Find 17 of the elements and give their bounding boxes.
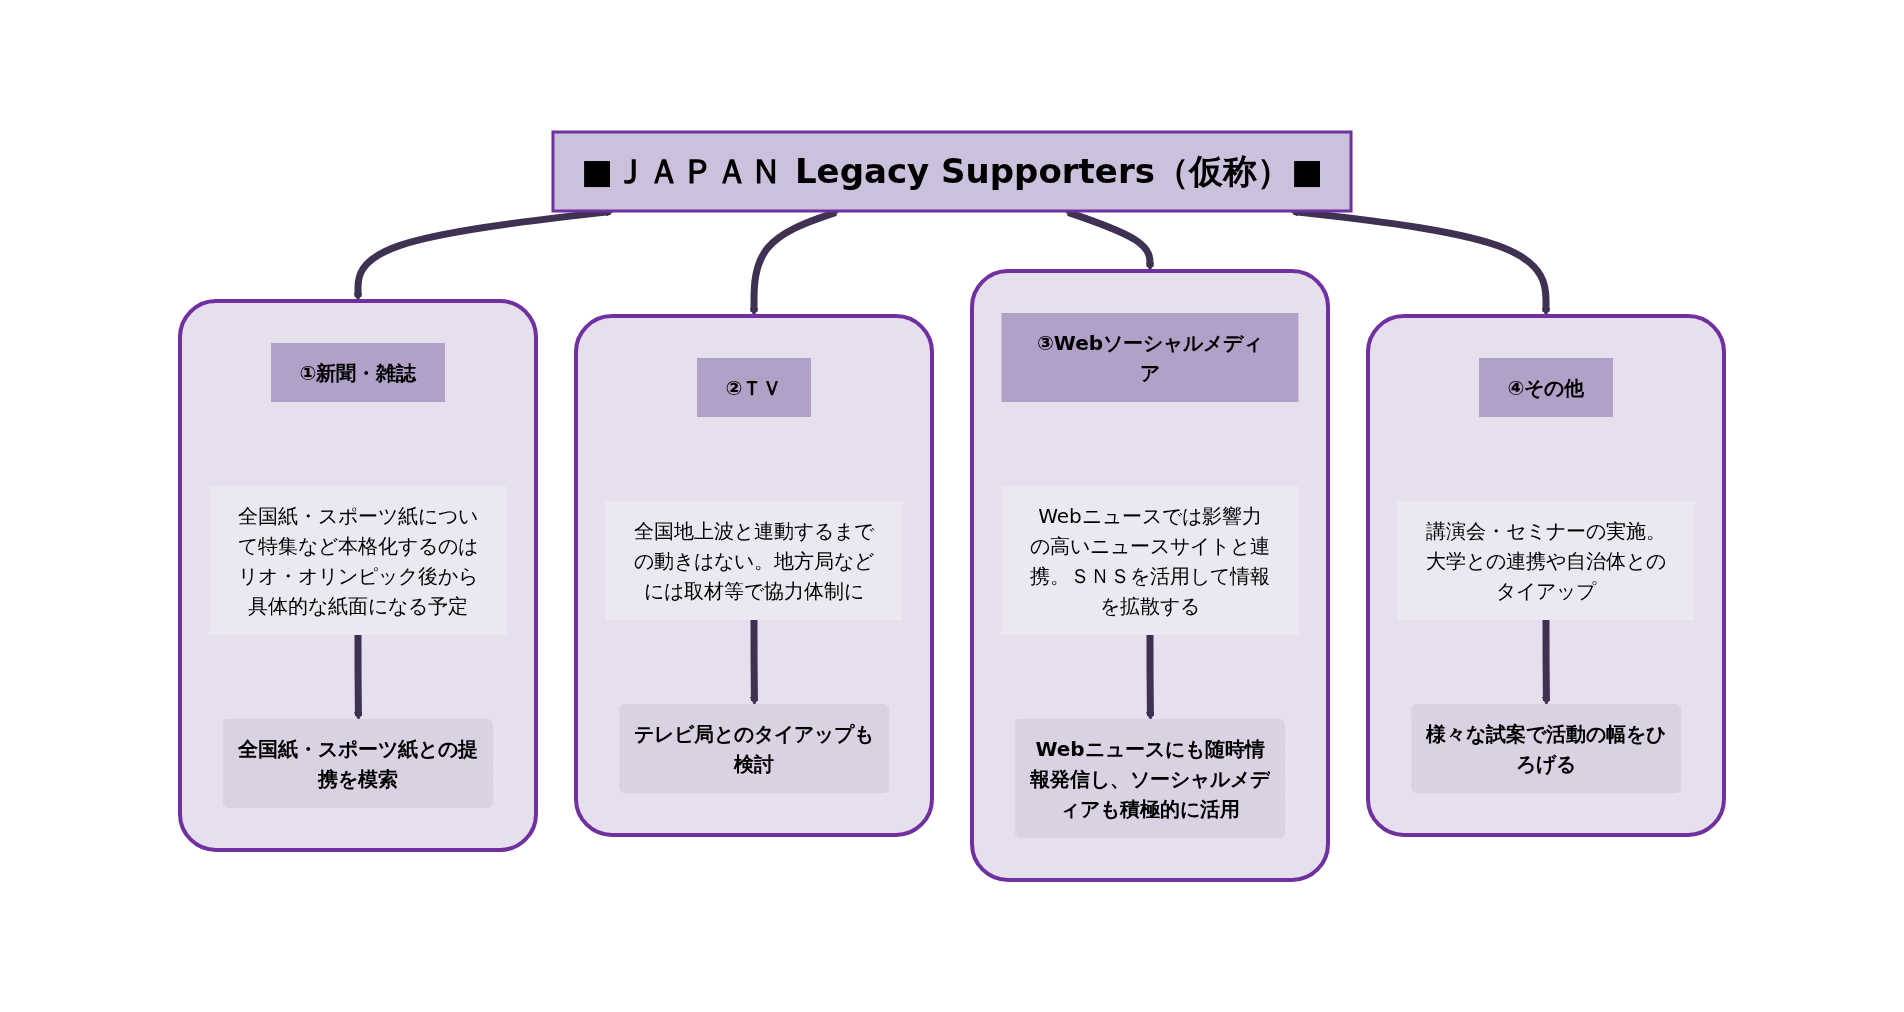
arrow (354, 634, 363, 721)
node-box: ■ＪＡＰＡＮ Legacy Supporters（仮称）■ (551, 130, 1353, 213)
node-box: ②ＴＶ (697, 358, 811, 417)
cluster (574, 314, 934, 837)
node-box: ③Webソーシャルメディア (1001, 313, 1299, 402)
node-box: ①新聞・雑誌 (271, 343, 445, 402)
cluster (970, 269, 1330, 882)
arrow (1542, 619, 1551, 706)
node-box: 全国地上波と連動するまでの動きはない。地方局などには取材等で協力体制に (605, 501, 903, 620)
cluster (1366, 314, 1726, 837)
arrow (1146, 634, 1155, 721)
node-box: Webニュースでは影響力の高いニュースサイトと連携。ＳＮＳを活用して情報を拡散する (1001, 486, 1299, 635)
arrow (750, 619, 759, 706)
node-box: 講演会・セミナーの実施。大学との連携や自治体とのタイアップ (1397, 501, 1695, 620)
node-box: 全国紙・スポーツ紙について特集など本格化するのはリオ・オリンピック後から具体的な紙面になる予定 (209, 486, 507, 635)
cluster (178, 299, 538, 852)
node-box: ④その他 (1479, 358, 1613, 417)
